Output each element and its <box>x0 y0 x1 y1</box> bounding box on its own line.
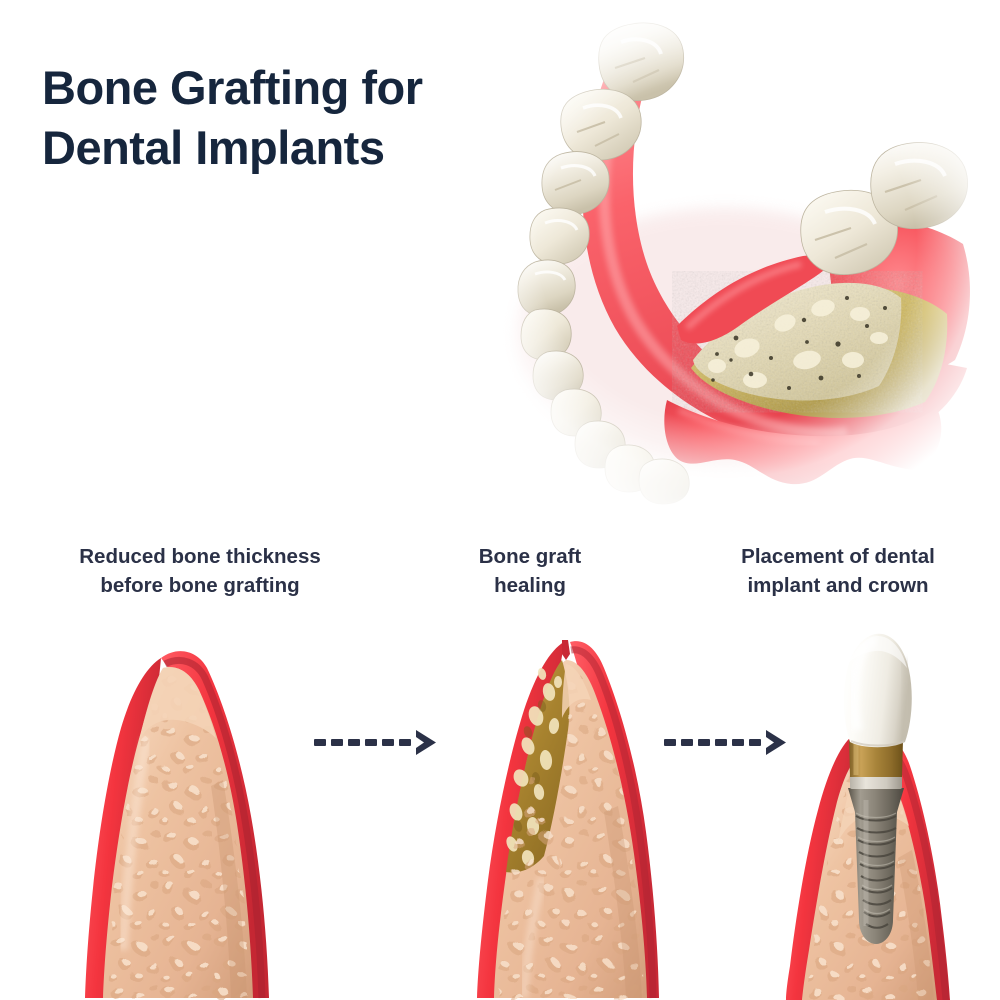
bone-ridge-with-implant-and-crown <box>752 620 1000 1000</box>
bone-ridge-graft-healing <box>432 620 702 1000</box>
mandible-bone-graft-illustration <box>455 8 1000 508</box>
progress-arrow-1 <box>312 718 440 768</box>
bone-ridge-before-grafting <box>55 620 325 1000</box>
progress-arrow-2 <box>662 718 790 768</box>
step-3-caption: Placement of dental implant and crown <box>741 545 935 598</box>
step-2-caption: Bone graft healing <box>478 545 582 598</box>
step-1-caption: Reduced bone thickness before bone graft… <box>79 545 321 598</box>
page-title: Bone Grafting for Dental Implants <box>42 61 423 175</box>
